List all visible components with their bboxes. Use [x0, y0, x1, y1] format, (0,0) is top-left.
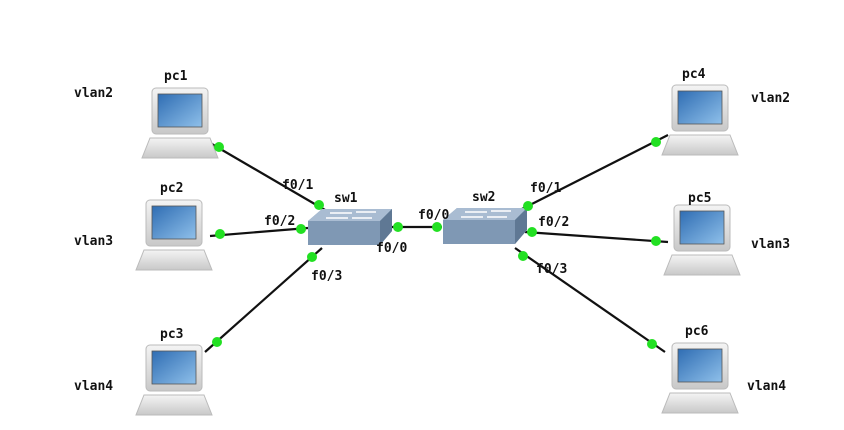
sw1-port-f00-label: f0/0	[376, 241, 407, 256]
port-dot	[518, 251, 528, 261]
link-sw2-pc5[interactable]	[524, 230, 669, 244]
pc5-computer-icon[interactable]	[663, 204, 741, 276]
port-dot	[296, 224, 306, 234]
pc4-label: pc4	[682, 67, 706, 82]
link-sw2-pc6[interactable]	[514, 247, 666, 353]
pc1-computer-icon[interactable]	[141, 87, 219, 159]
pc6-computer-icon[interactable]	[661, 342, 739, 414]
links	[204, 134, 669, 353]
pc6-vlan-label: vlan4	[747, 379, 786, 394]
sw2-port-f02-label: f0/2	[538, 215, 569, 230]
pc1-label: pc1	[164, 69, 188, 84]
port-dot	[212, 337, 222, 347]
port-dot	[214, 142, 224, 152]
port-dot	[647, 339, 657, 349]
pc1-vlan-label: vlan2	[74, 86, 113, 101]
port-dot	[215, 229, 225, 239]
port-dot	[651, 137, 661, 147]
port-dot	[651, 236, 661, 246]
sw2-port-f01-label: f0/1	[530, 181, 561, 196]
pc4-vlan-label: vlan2	[751, 91, 790, 106]
pc3-vlan-label: vlan4	[74, 379, 113, 394]
link-pc1-sw1[interactable]	[204, 139, 326, 211]
port-dot	[314, 200, 324, 210]
pc2-computer-icon[interactable]	[135, 199, 213, 271]
port-dot	[527, 227, 537, 237]
link-pc2-sw1[interactable]	[209, 226, 309, 238]
port-dot	[432, 222, 442, 232]
sw1-port-f03-label: f0/3	[311, 269, 342, 284]
pc5-vlan-label: vlan3	[751, 237, 790, 252]
sw1-label: sw1	[334, 191, 358, 206]
link-pc3-sw1[interactable]	[204, 247, 323, 353]
pc2-vlan-label: vlan3	[74, 234, 113, 249]
port-dot	[307, 252, 317, 262]
port-dot	[523, 201, 533, 211]
sw2-label: sw2	[472, 190, 495, 205]
link-sw2-pc4[interactable]	[519, 134, 669, 211]
pc3-label: pc3	[160, 327, 183, 342]
sw1-switch-icon[interactable]	[307, 208, 393, 246]
pc2-label: pc2	[160, 181, 183, 196]
sw2-port-f00-label: f0/0	[418, 208, 449, 223]
sw1-port-f02-label: f0/2	[264, 214, 295, 229]
sw1-port-f01-label: f0/1	[282, 178, 313, 193]
pc3-computer-icon[interactable]	[135, 344, 213, 416]
pc4-computer-icon[interactable]	[661, 84, 739, 156]
port-dot	[393, 222, 403, 232]
pc6-label: pc6	[685, 324, 709, 339]
pc5-label: pc5	[688, 191, 711, 206]
sw2-port-f03-label: f0/3	[536, 262, 567, 277]
sw2-switch-icon[interactable]	[442, 207, 528, 245]
port-dots	[212, 137, 661, 349]
